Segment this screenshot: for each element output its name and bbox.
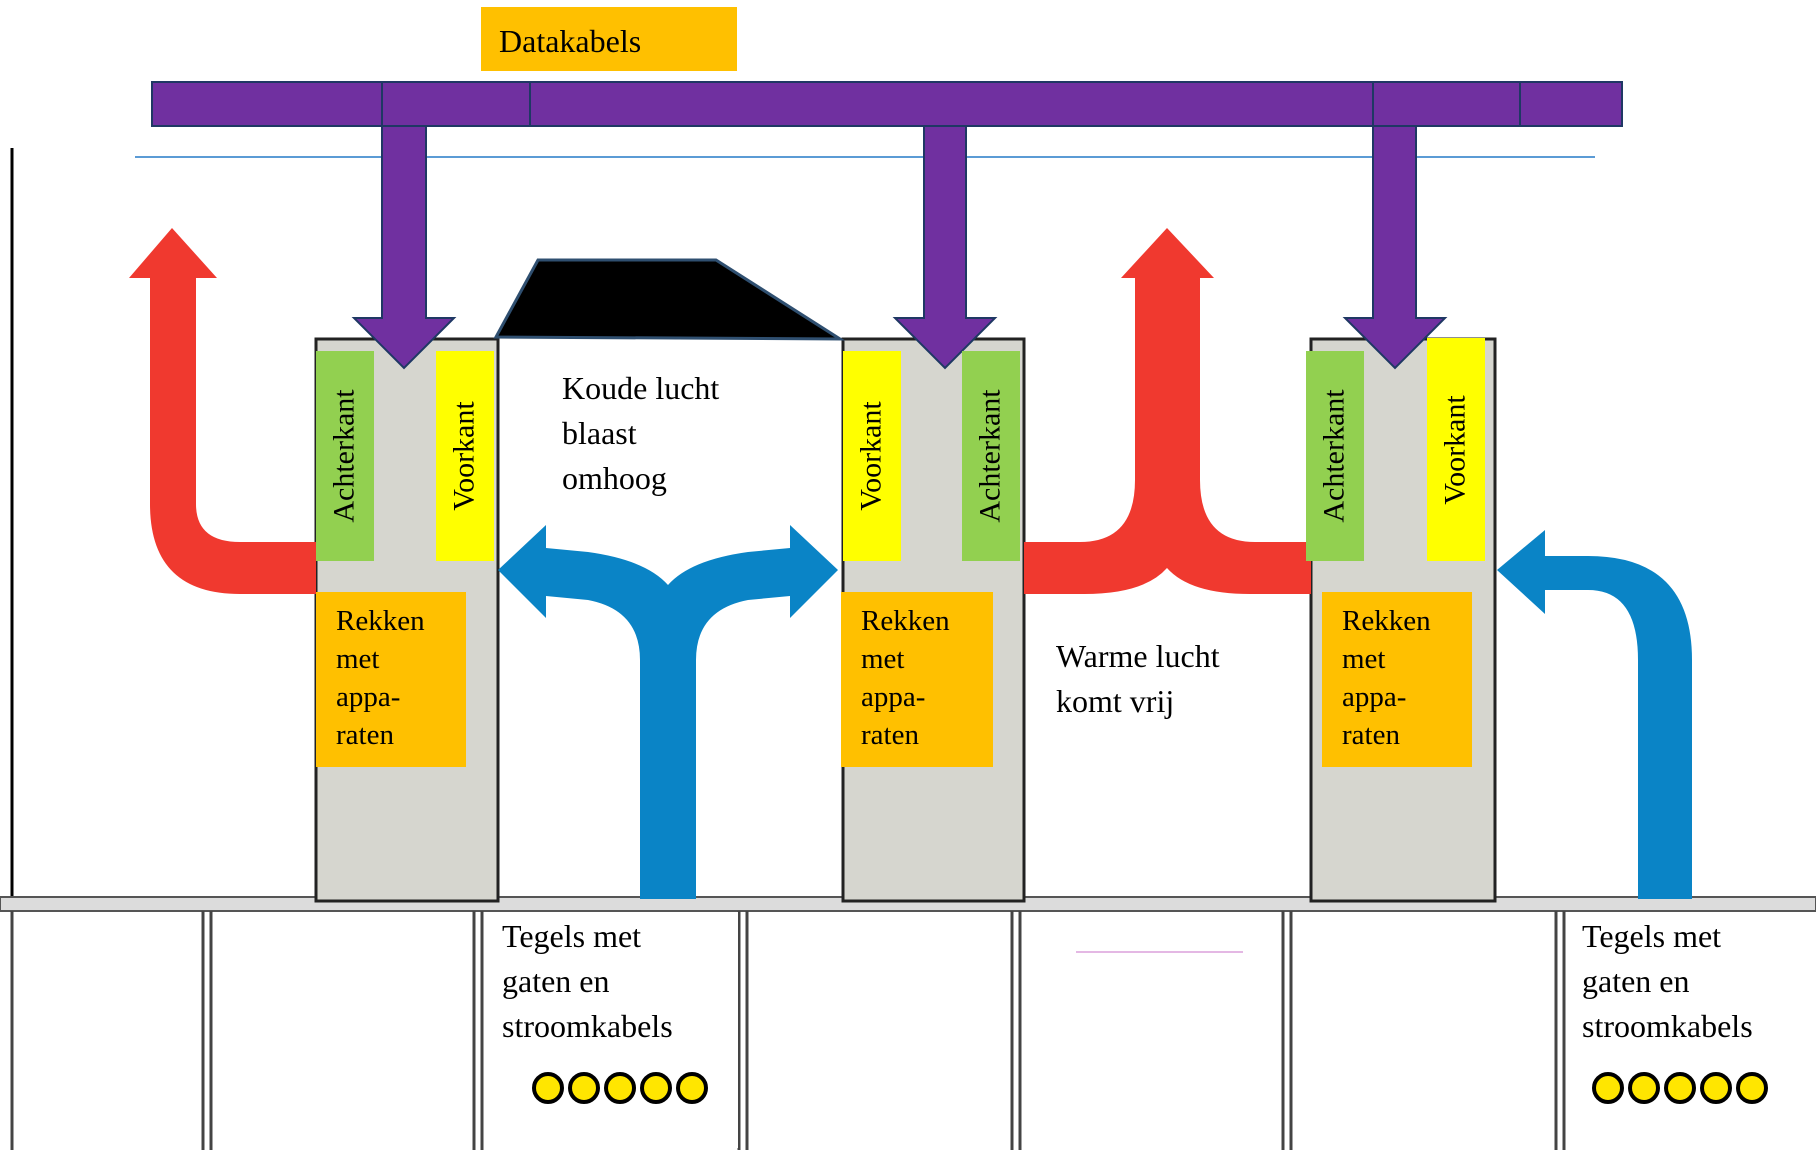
rack-1-label: Rekken met appa- raten <box>316 592 466 767</box>
yellow-circle-icon <box>1736 1072 1768 1104</box>
datakabels-label: Datakabels <box>481 7 737 71</box>
rack-side-label: Voorkant <box>855 401 889 511</box>
yellow-circle-icon <box>568 1072 600 1104</box>
hot-air-label: Warme lucht komt vrij <box>1056 638 1220 719</box>
rack-2-label: Rekken met appa- raten <box>841 592 993 767</box>
floor-tiles <box>10 911 1566 1150</box>
rack-3-back-panel: Achterkant <box>1306 351 1364 561</box>
purple-arrow-icon <box>892 125 998 370</box>
hot-air-arrows <box>129 228 1311 594</box>
purple-arrow-icon <box>351 125 457 370</box>
rack-side-label: Voorkant <box>448 401 482 511</box>
yellow-circle-icon <box>1592 1072 1624 1104</box>
cold-aisle-cover <box>493 258 846 341</box>
rack-side-label: Achterkant <box>328 389 361 523</box>
rack-3-front-panel: Voorkant <box>1427 338 1485 561</box>
yellow-circle-icon <box>640 1072 672 1104</box>
yellow-circle-icon <box>604 1072 636 1104</box>
rack-side-label: Achterkant <box>1318 389 1351 523</box>
rack-side-label: Achterkant <box>974 389 1007 523</box>
rack-2-back-panel: Achterkant <box>962 351 1020 561</box>
power-cables-left <box>532 1072 708 1104</box>
rack-1-back-panel: Achterkant <box>316 351 374 561</box>
yellow-circle-icon <box>1664 1072 1696 1104</box>
yellow-circle-icon <box>532 1072 564 1104</box>
rack-side-label: Voorkant <box>1439 394 1473 505</box>
data-cables <box>151 81 1623 370</box>
blue-arrow-icon <box>1497 530 1692 899</box>
yellow-circle-icon <box>1628 1072 1660 1104</box>
data-cable-tray <box>151 81 1623 127</box>
blue-arrow-icon <box>498 525 838 899</box>
rack-2-front-panel: Voorkant <box>843 351 901 561</box>
purple-arrow-icon <box>1342 125 1448 370</box>
perforated-tiles-label-left: Tegels met gaten en stroomkabels <box>488 912 738 1148</box>
rack-1-front-panel: Voorkant <box>436 351 494 561</box>
power-cables-right <box>1592 1072 1768 1104</box>
cold-air-arrows <box>498 525 1692 899</box>
cold-air-label: Koude lucht blaast omhoog <box>562 370 720 496</box>
perforated-tiles-label-right: Tegels met gaten en stroomkabels <box>1568 912 1816 1148</box>
red-arrow-icon <box>1024 228 1311 594</box>
rack-3-label: Rekken met appa- raten <box>1322 592 1472 767</box>
yellow-circle-icon <box>1700 1072 1732 1104</box>
yellow-circle-icon <box>676 1072 708 1104</box>
red-arrow-icon <box>129 228 316 594</box>
